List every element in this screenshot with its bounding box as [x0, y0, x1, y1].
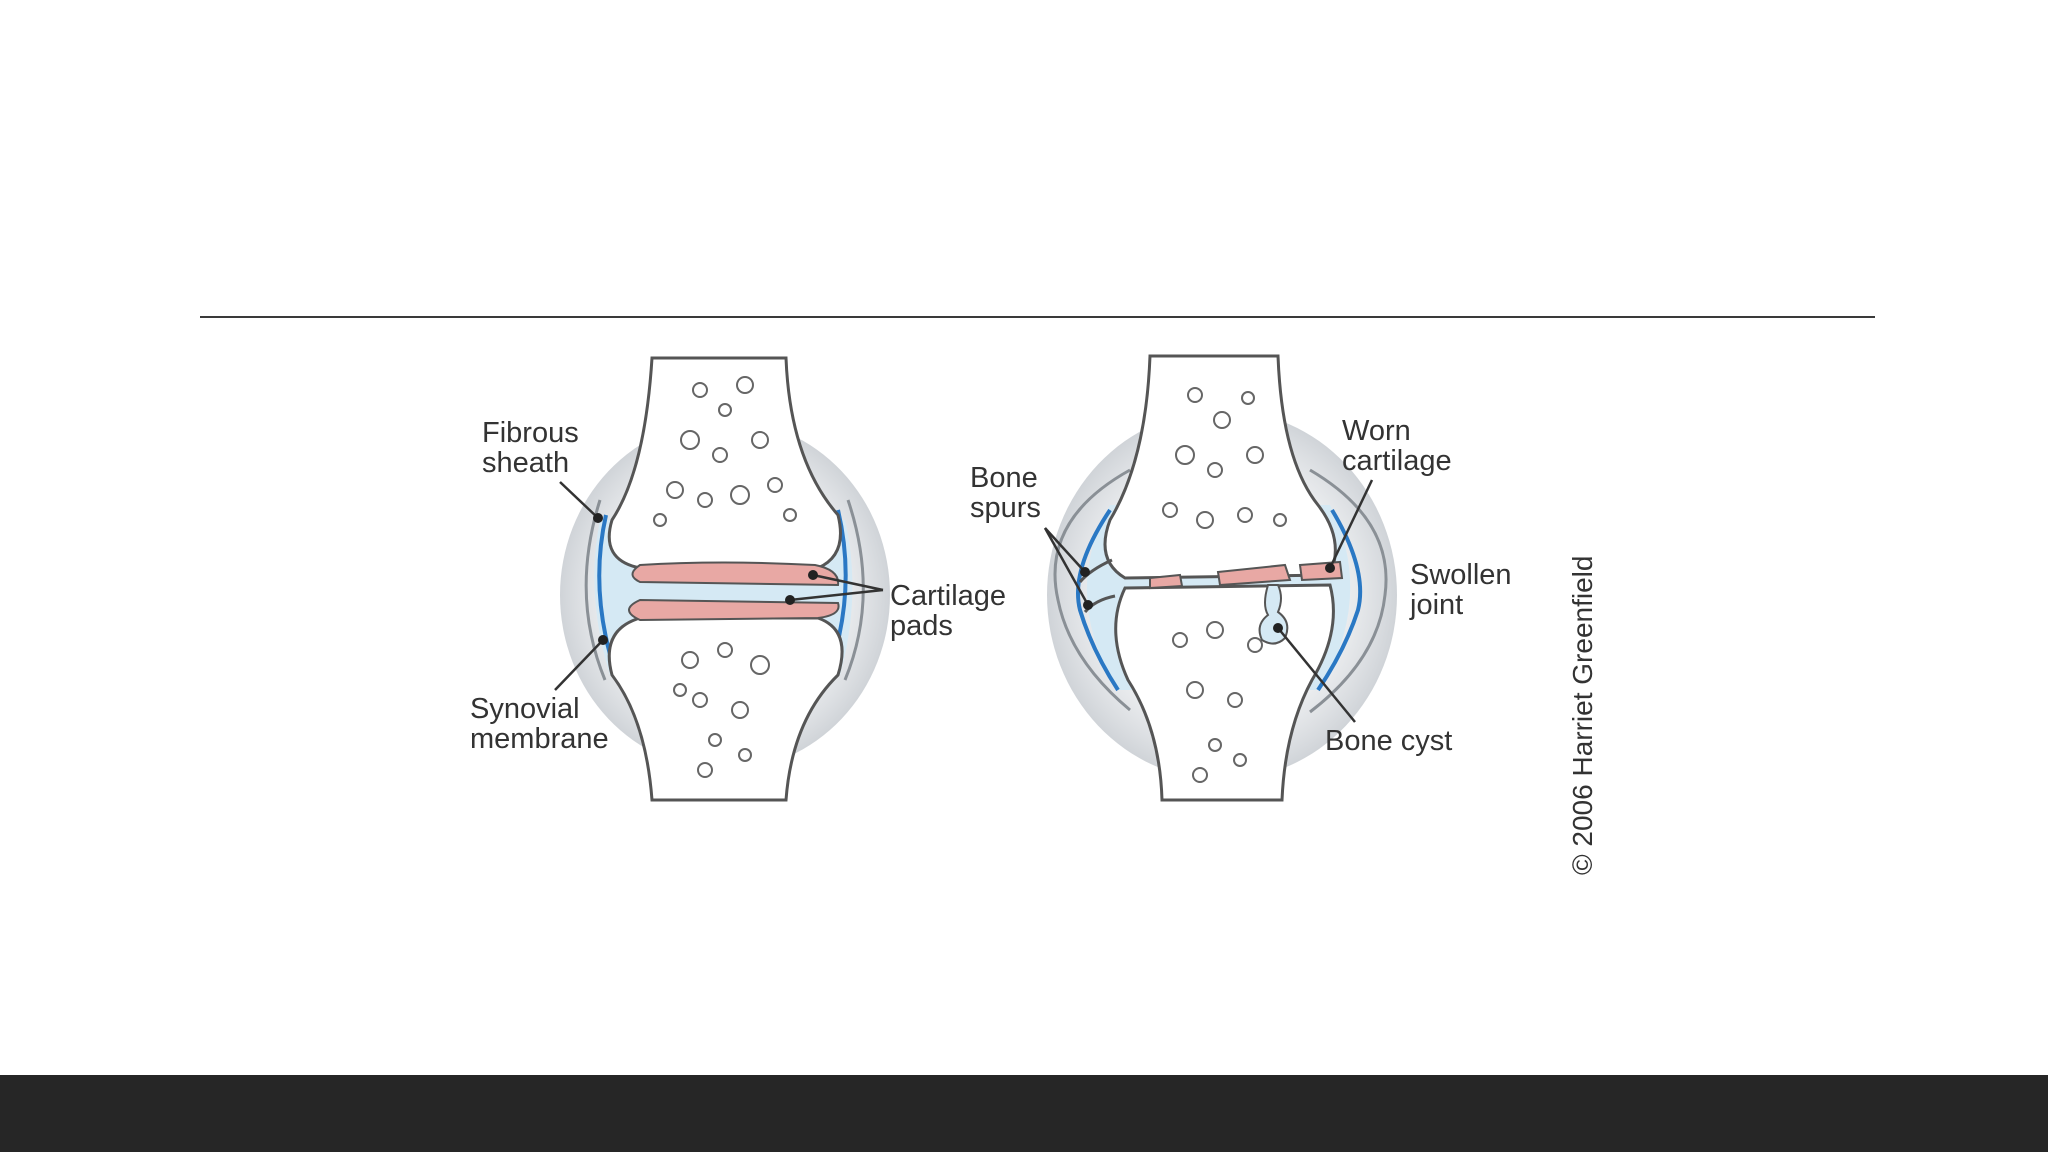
- horizontal-rule: [200, 316, 1875, 318]
- lower-bone: [607, 616, 844, 802]
- swollen-sheath-outline-left: [1053, 468, 1131, 712]
- spongy-bone-texture: [653, 376, 797, 778]
- label-fibrous-sheath-line2: sheath: [482, 447, 569, 479]
- pointer-fibrous-sheath: [559, 481, 599, 519]
- label-bone-spurs-line2: spurs: [970, 492, 1041, 524]
- pointer-dot-fibrous-sheath: [593, 513, 603, 523]
- cartilage-pad-lower: [628, 598, 840, 622]
- pointer-bone-cyst: [1277, 627, 1356, 723]
- footer-bar: [0, 1075, 2048, 1152]
- spongy-bone-texture-arthritic: [1162, 387, 1287, 783]
- pointer-dot-bone-spurs-lower: [1083, 600, 1093, 610]
- pointer-bone-spurs-lower: [1043, 527, 1090, 606]
- worn-cartilage-fragment-1: [1149, 573, 1184, 590]
- pointer-dot-cartilage-upper: [808, 570, 818, 580]
- worn-cartilage-fragment-2: [1216, 563, 1292, 587]
- upper-bone: [607, 356, 842, 570]
- arthritic-joint: [1047, 354, 1397, 802]
- lower-bone-arthritic: [1114, 583, 1335, 802]
- pointer-dot-bone-spurs-upper: [1080, 567, 1090, 577]
- synovial-membrane-left-arthritic: [1076, 508, 1120, 692]
- bone-spur-upper: [1078, 558, 1113, 583]
- synovial-membrane-right-arthritic: [1316, 508, 1363, 692]
- label-worn-cartilage-line1: Worn: [1342, 415, 1411, 447]
- label-bone-cyst: Bone cyst: [1325, 725, 1452, 757]
- label-swollen-joint-line2: joint: [1409, 589, 1463, 621]
- label-fibrous-sheath-line1: Fibrous: [482, 417, 579, 449]
- pointer-cartilage-upper: [812, 573, 884, 592]
- swollen-sheath-outline-right: [1309, 468, 1388, 714]
- label-cartilage-pads-line1: Cartilage: [890, 580, 1006, 612]
- pointer-dot-synovial-membrane: [598, 635, 608, 645]
- pointer-cartilage-lower: [789, 588, 884, 602]
- copyright-credit: © 2006 Harriet Greenfield: [1567, 556, 1598, 875]
- healthy-joint: [560, 356, 890, 802]
- pointer-dot-worn-cartilage: [1325, 563, 1335, 573]
- cartilage-pad-upper: [631, 561, 840, 587]
- label-cartilage-pads-line2: pads: [890, 610, 953, 642]
- label-swollen-joint-line1: Swollen: [1410, 559, 1512, 591]
- worn-cartilage-fragment-3: [1298, 560, 1344, 582]
- pointer-bone-spurs-upper: [1044, 527, 1086, 573]
- label-synovial-membrane-line1: Synovial: [470, 693, 580, 725]
- label-bone-spurs-line1: Bone: [970, 462, 1038, 494]
- pointer-synovial-membrane: [554, 639, 604, 691]
- label-synovial-membrane-line2: membrane: [470, 723, 609, 755]
- label-worn-cartilage-line2: cartilage: [1342, 445, 1452, 477]
- bone-spur-lower: [1083, 594, 1116, 613]
- pointer-dot-bone-cyst: [1273, 623, 1283, 633]
- pointer-worn-cartilage: [1328, 479, 1374, 569]
- pointer-dot-cartilage-lower: [785, 595, 795, 605]
- fibrous-sheath-left: [584, 499, 607, 681]
